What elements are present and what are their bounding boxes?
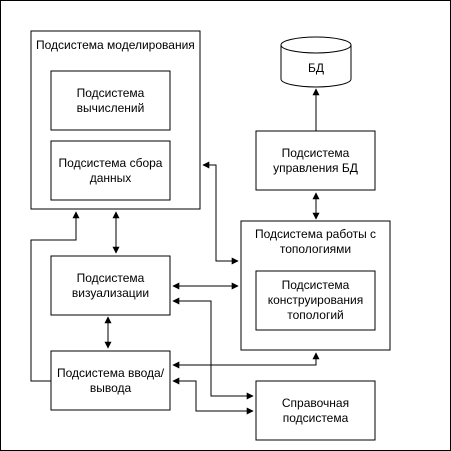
topology-work-label: Подсистема работы с топологиями [254, 227, 377, 256]
edge-datacollection-topology [202, 161, 239, 265]
data-collection-label: Подсистема сбора данных [58, 155, 163, 185]
database-label: БД [307, 60, 324, 75]
edge-io-to-modeling [30, 211, 80, 382]
io-label: Подсистема ввода/ вывода [56, 365, 165, 395]
io-box [50, 350, 171, 411]
visualization-box [50, 255, 171, 316]
computation-label: Подсистема вычислений [76, 85, 145, 115]
database-cylinder [280, 36, 352, 88]
db-management-box [255, 130, 376, 191]
data-collection-box [50, 140, 171, 201]
reference-label: Справочная подсистема [281, 395, 350, 425]
edge-io-reference [172, 377, 254, 415]
reference-box [255, 380, 376, 441]
computation-box [50, 70, 171, 131]
db-management-label: Подсистема управления БД [273, 145, 358, 175]
topology-construction-box [255, 270, 376, 331]
topology-construction-label: Подсистема конструирования топологий [267, 278, 364, 322]
visualization-label: Подсистема визуализации [71, 270, 150, 300]
modeling-label: Подсистема моделирования [36, 38, 195, 52]
